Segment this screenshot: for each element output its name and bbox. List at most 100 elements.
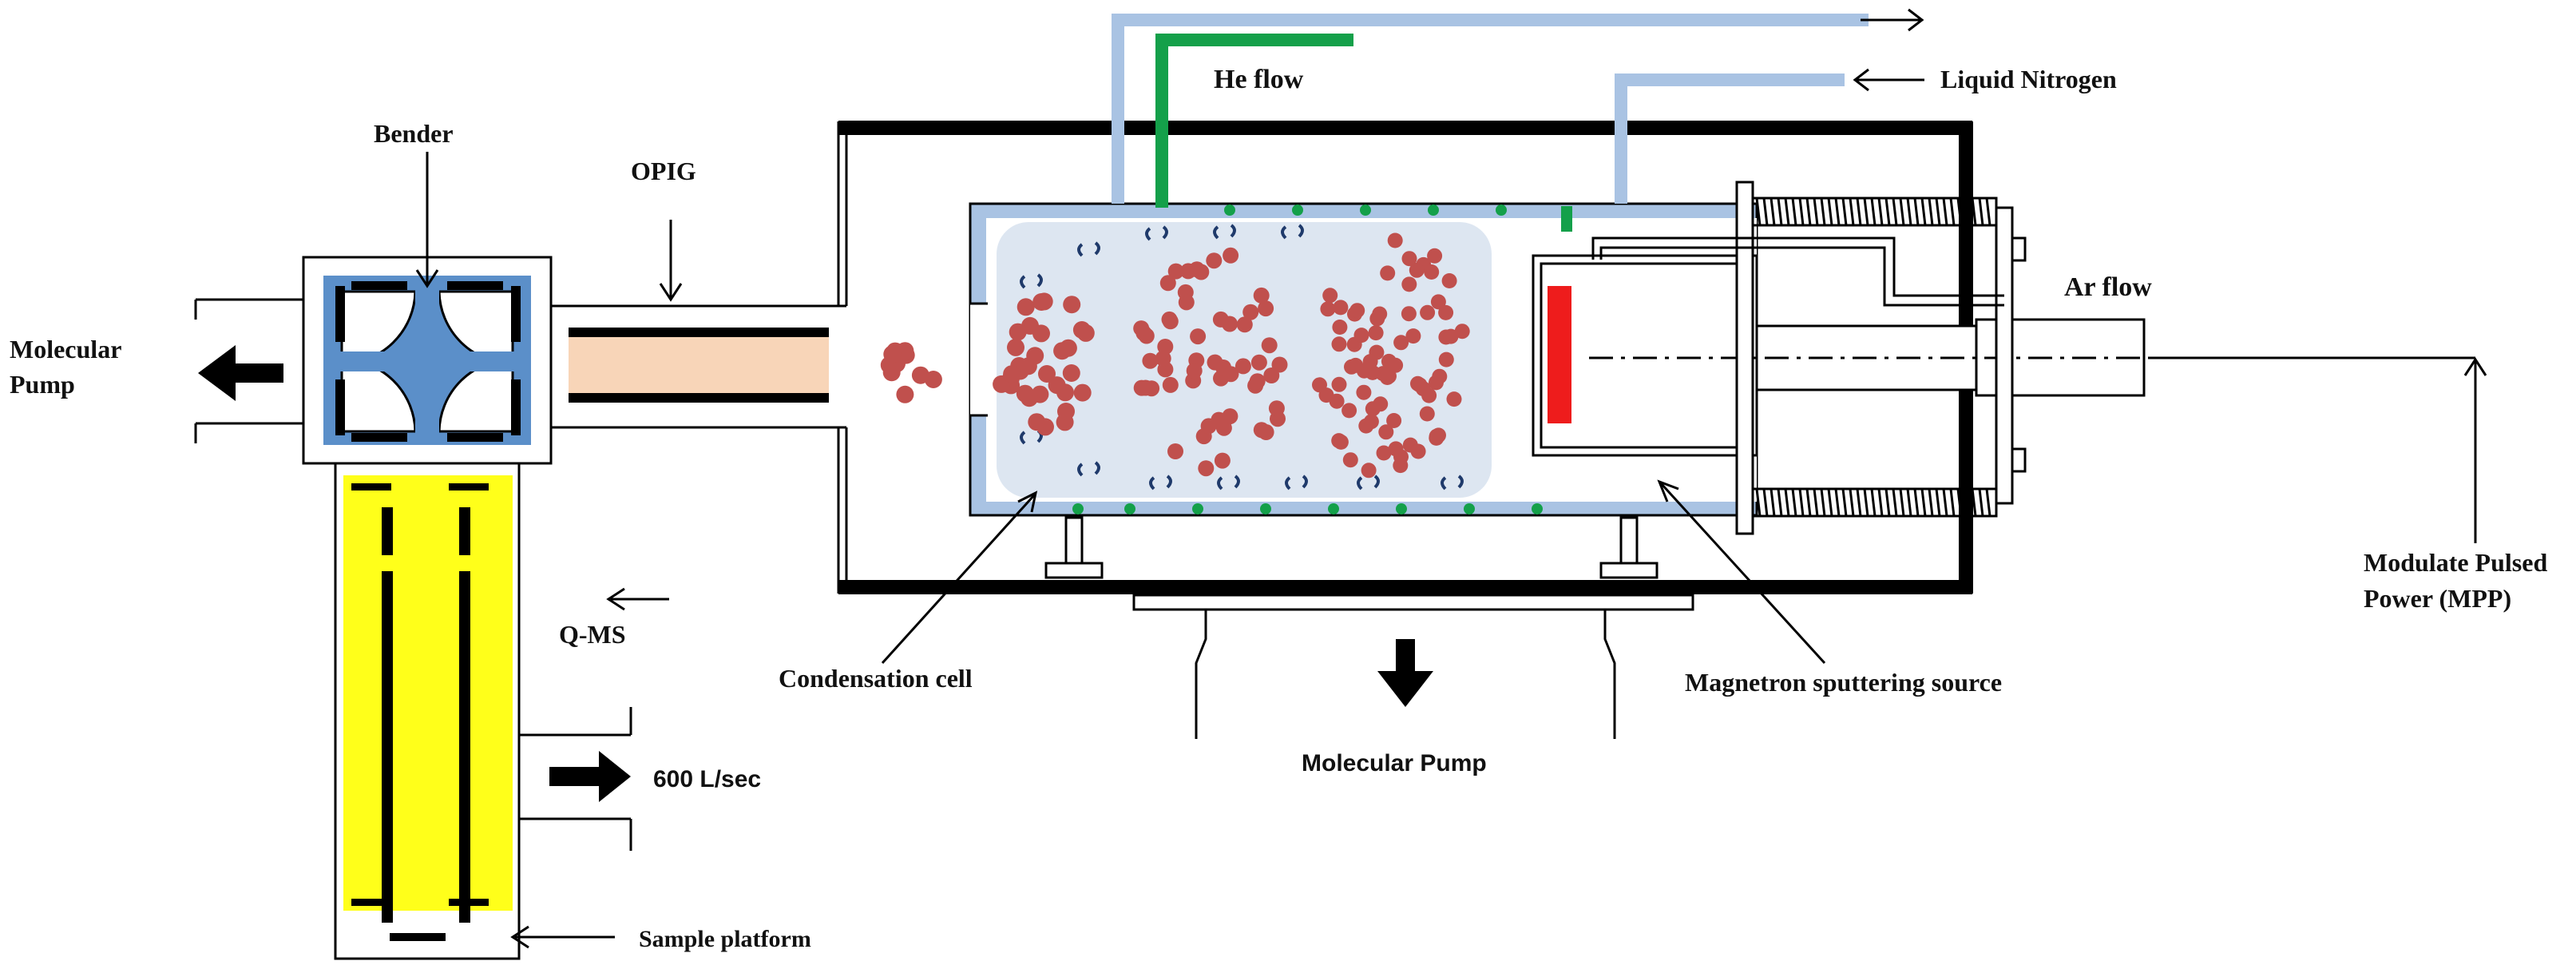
- cluster-particle: [1250, 354, 1267, 371]
- bellows-rib: [1784, 488, 1790, 517]
- label-opig: OPIG: [631, 157, 696, 185]
- cluster-particle: [1409, 262, 1425, 278]
- cluster-particle: [1007, 338, 1024, 356]
- cluster-particle: [1380, 265, 1396, 281]
- cluster-particle: [1362, 354, 1378, 370]
- label-molecular-pump-bottom: Molecular Pump: [1302, 750, 1487, 776]
- opig: [551, 304, 846, 429]
- bellows-rib: [1841, 488, 1848, 517]
- cluster-particle: [1159, 275, 1176, 292]
- cluster-particle: [1133, 379, 1150, 396]
- cluster-particle: [1200, 418, 1217, 435]
- bellows-rib: [1899, 488, 1905, 517]
- bellows-rib: [1971, 197, 1977, 226]
- label-liquid-nitrogen: Liquid Nitrogen: [1940, 65, 2117, 93]
- bellows-rib: [1755, 197, 1762, 226]
- cluster-particle: [1253, 287, 1270, 304]
- label-modulate-1: Modulate Pulsed: [2364, 548, 2547, 577]
- cluster-particle: [1212, 311, 1229, 328]
- bellows-rib: [1856, 488, 1862, 517]
- label-ar-flow: Ar flow: [2064, 272, 2152, 302]
- cluster-particle: [1057, 403, 1075, 420]
- cluster-particle: [1178, 294, 1195, 311]
- bellows-rib: [1942, 197, 1948, 226]
- liquid-nitrogen-pipes: [1112, 14, 1869, 204]
- bellows-rib: [1928, 488, 1934, 517]
- cluster-particle: [1349, 303, 1365, 319]
- cluster-particle: [1344, 359, 1359, 375]
- nitrogen-outlet-pipe: [1112, 14, 1869, 204]
- cluster-particle: [1331, 336, 1347, 352]
- bellows-outline: [1751, 197, 1998, 227]
- bellows-rib: [1849, 488, 1855, 517]
- bellows-rib: [1784, 197, 1790, 226]
- cluster-particle: [1320, 301, 1336, 317]
- bellows-rib: [1762, 488, 1769, 517]
- bellows-rib: [1978, 488, 1984, 517]
- cluster-particle: [1062, 364, 1080, 382]
- he-dots: [1072, 205, 1543, 514]
- cluster-particle: [1263, 367, 1280, 383]
- bellows-rib: [1770, 197, 1776, 226]
- bellows-rib: [1985, 488, 1991, 517]
- cluster-particle: [1410, 375, 1425, 391]
- label-modulate-2: Power (MPP): [2364, 584, 2511, 613]
- cluster-particle: [1206, 252, 1223, 269]
- cluster-particle: [1214, 452, 1231, 469]
- cluster-particle: [1430, 294, 1446, 310]
- cluster-particle: [896, 385, 914, 403]
- arrow-right-bold-icon: [549, 751, 631, 802]
- cluster-particle: [1261, 337, 1278, 354]
- cluster-particle: [1048, 376, 1066, 395]
- bellows-rib: [1920, 197, 1927, 226]
- q-ms-quadrupole: [334, 462, 632, 960]
- left-pump-port: [194, 298, 303, 443]
- bellows-rib: [1762, 197, 1769, 226]
- bellows-rib: [1964, 197, 1970, 226]
- cluster-particle: [1410, 443, 1426, 459]
- cluster-particle: [1222, 408, 1238, 425]
- cluster-particle: [1073, 383, 1092, 402]
- cluster-particle: [1190, 328, 1207, 345]
- bellows-rib: [1899, 197, 1905, 226]
- cluster-particle: [1186, 363, 1203, 379]
- bellows-rib: [1928, 197, 1934, 226]
- cell-supports: [1044, 516, 1659, 579]
- bellows-rib: [1770, 488, 1776, 517]
- cluster-particle: [1032, 293, 1051, 311]
- nanoclusters: [880, 232, 1470, 479]
- bellows-rib: [1884, 488, 1891, 517]
- cluster-particle: [1373, 396, 1389, 412]
- cluster-particle: [1162, 376, 1179, 393]
- bellows-rib: [1935, 488, 1941, 517]
- cluster-particle: [1393, 335, 1409, 351]
- cluster-particle: [1361, 463, 1377, 479]
- bellows-rib: [1906, 197, 1912, 226]
- label-pump-speed: 600 L/sec: [653, 766, 761, 792]
- bellows-rib: [1820, 488, 1826, 517]
- bellows-rib: [1827, 197, 1833, 226]
- cluster-particle: [1342, 403, 1357, 419]
- cluster-particle: [1419, 406, 1435, 422]
- cluster-particle: [1353, 328, 1369, 344]
- bellows-rib: [1913, 488, 1920, 517]
- bellows-rib: [1791, 488, 1797, 517]
- cluster-particle: [883, 345, 902, 363]
- cluster-particle: [1342, 452, 1358, 468]
- cluster-particle: [1142, 352, 1159, 369]
- bellows-rib: [1892, 197, 1898, 226]
- bellows-rib: [1834, 488, 1841, 517]
- magnetron-source: [1532, 181, 2148, 535]
- bellows-rib: [1870, 488, 1877, 517]
- cluster-particle: [1268, 400, 1285, 417]
- cluster-particle: [1322, 288, 1338, 304]
- cluster-particle: [1133, 320, 1150, 337]
- bellows-rib: [1964, 488, 1970, 517]
- cluster-particle: [1333, 434, 1349, 450]
- cluster-particle: [1167, 443, 1183, 459]
- bellows-rib: [1755, 488, 1762, 517]
- bellows-rib: [1892, 488, 1898, 517]
- opig-beam: [569, 337, 829, 393]
- annotation-arrows: [415, 8, 2487, 949]
- cluster-particle: [1401, 251, 1417, 267]
